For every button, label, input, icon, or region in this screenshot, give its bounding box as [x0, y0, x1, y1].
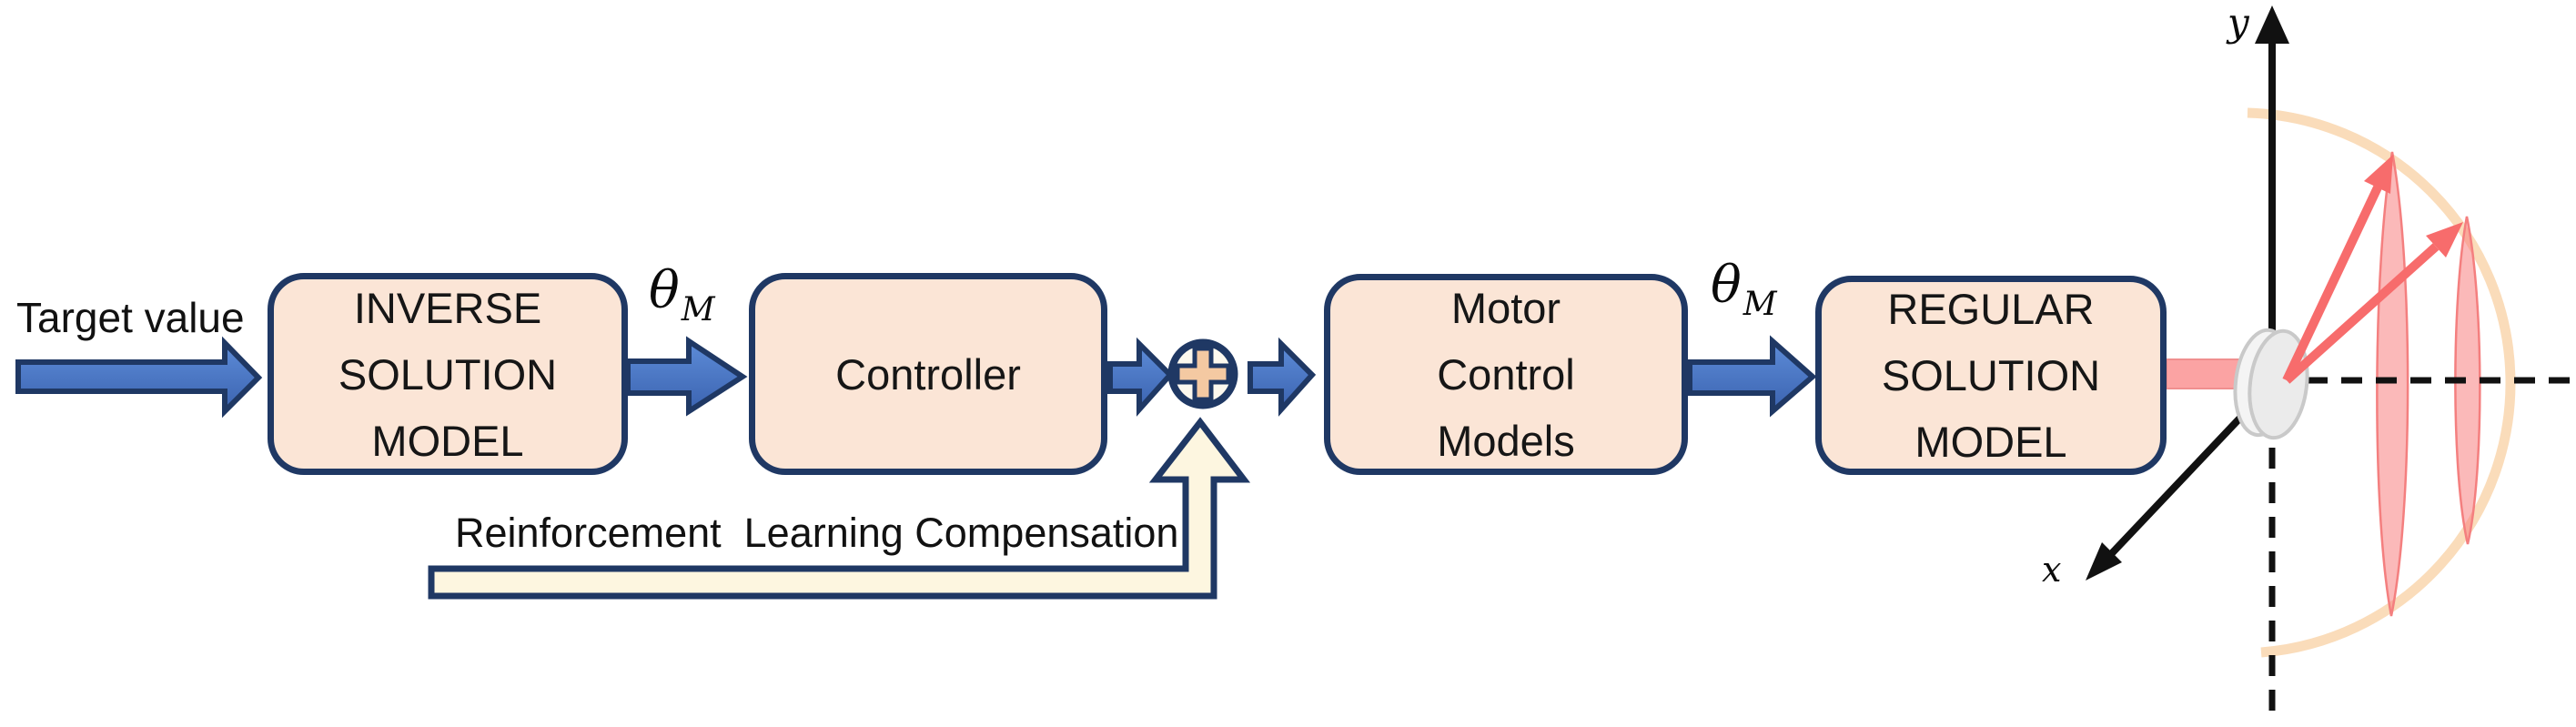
input-arrow [15, 336, 263, 419]
plus-icon [1175, 346, 1231, 402]
block-line: Controller [835, 349, 1021, 399]
block-inverse-solution-model: INVERSE SOLUTION MODEL [268, 273, 628, 475]
arrow-sum-to-motor [1248, 337, 1317, 417]
gaze-arrow-2-head-icon [2426, 222, 2463, 257]
input-label: Target value [16, 294, 245, 341]
x-axis-label: x [2042, 550, 2062, 590]
block-line: INVERSE [353, 283, 542, 332]
arrow-motor-to-regular [1687, 335, 1817, 418]
arrow-controller-to-sum [1107, 337, 1175, 417]
gaze-arrow-1-shaft [2282, 185, 2382, 383]
gaze-arrow-2-shaft [2283, 243, 2440, 384]
block-motor-control-models: Motor Control Models [1324, 274, 1688, 475]
theta-m-label-2: θM [1711, 256, 1777, 323]
y-axis-arrowhead-icon [2255, 5, 2289, 44]
gaze-arrow-1-head-icon [2364, 155, 2393, 194]
arrow-inverse-to-controller [625, 336, 748, 417]
block-line: REGULAR [1887, 285, 2095, 333]
theta-m-label-1: θM [649, 261, 715, 328]
disc-sweep-petal-1 [2376, 151, 2409, 617]
x-axis-line [2109, 396, 2261, 556]
block-line: MODEL [371, 416, 524, 465]
block-line: Models [1437, 417, 1575, 465]
block-regular-solution-model: REGULAR SOLUTION MODEL [1815, 276, 2167, 475]
x-axis-arrowhead-icon [2086, 542, 2122, 581]
block-controller: Controller [749, 273, 1107, 475]
feedback-label: Reinforcement Learning Compensation [455, 510, 1179, 556]
block-line: SOLUTION [338, 349, 558, 399]
feedback-arrow [428, 417, 1251, 600]
y-axis-label: y [2227, 0, 2249, 45]
block-line: MODEL [1914, 418, 2067, 466]
block-line: Control [1437, 350, 1575, 399]
disc-sweep-petal-2 [2454, 216, 2481, 545]
block-line: Motor [1450, 284, 1561, 332]
block-line: SOLUTION [1881, 351, 2101, 399]
workspace-arc [2247, 107, 2516, 658]
